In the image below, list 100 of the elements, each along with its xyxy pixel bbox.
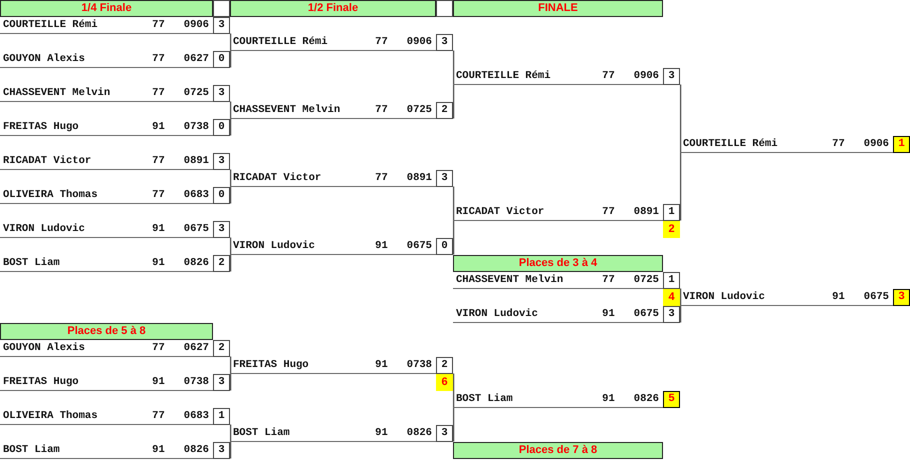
- player-row: [453, 272, 680, 289]
- score-cell: 3: [213, 17, 230, 34]
- department-number: 91: [832, 290, 845, 304]
- player-number: 0891: [184, 154, 209, 168]
- department-number: 77: [832, 138, 845, 150]
- department-number: 91: [375, 426, 388, 440]
- player-row: [0, 221, 230, 238]
- department-number: 91: [375, 358, 388, 372]
- department-number: 77: [152, 52, 165, 66]
- player-row: [680, 289, 910, 306]
- department-number: 77: [375, 36, 388, 48]
- score-cell: 3: [663, 68, 680, 85]
- player-number: 0675: [634, 308, 659, 320]
- bracket-line: [230, 34, 232, 50]
- player-name: COURTEILLE Rémi: [456, 70, 551, 82]
- player-number: 0906: [864, 138, 889, 150]
- player-number: 0891: [406, 172, 432, 184]
- player-name: FREITAS Hugo: [3, 120, 79, 134]
- bracket-line: [230, 50, 232, 68]
- player-name: COURTEILLE Rémi: [233, 36, 328, 48]
- round-header: 1/2 Finale: [230, 0, 436, 17]
- department-number: 77: [602, 70, 615, 82]
- player-number: 0906: [184, 18, 209, 32]
- round-header: FINALE: [453, 0, 663, 17]
- score-cell: 3: [213, 374, 230, 391]
- department-number: 77: [152, 342, 165, 354]
- department-number: 91: [152, 376, 165, 388]
- score-cell: 0: [213, 187, 230, 204]
- player-row: [0, 340, 230, 357]
- player-number: 0675: [184, 222, 209, 236]
- score-cell: 1: [213, 408, 230, 425]
- bracket-line: [452, 84, 454, 118]
- player-row: [0, 119, 230, 136]
- score-cell: 3: [436, 34, 453, 51]
- department-number: 77: [152, 86, 165, 100]
- player-number: 0725: [406, 104, 432, 116]
- player-row: [0, 408, 230, 425]
- department-number: 77: [152, 154, 165, 168]
- player-row: [680, 136, 910, 153]
- department-number: 77: [152, 188, 165, 202]
- player-row: [453, 306, 680, 323]
- player-number: 0826: [634, 392, 659, 406]
- score-cell: 3: [436, 170, 453, 187]
- player-name: VIRON Ludovic: [683, 290, 765, 304]
- rank-cell: 2: [663, 221, 680, 238]
- player-name: CHASSEVENT Melvin: [3, 86, 110, 100]
- player-name: VIRON Ludovic: [456, 308, 538, 320]
- bracket-line: [230, 254, 232, 272]
- bracket-line: [680, 152, 682, 220]
- bracket-line: [230, 424, 232, 442]
- department-number: 91: [375, 240, 388, 252]
- player-number: 0725: [634, 274, 659, 286]
- player-name: VIRON Ludovic: [233, 240, 315, 252]
- player-name: COURTEILLE Rémi: [683, 138, 778, 150]
- player-row: [230, 170, 453, 187]
- score-cell: 0: [213, 119, 230, 136]
- player-name: BOST Liam: [456, 392, 513, 406]
- player-name: FREITAS Hugo: [233, 358, 309, 372]
- bracket-line: [452, 408, 454, 442]
- player-number: 0891: [634, 206, 659, 218]
- player-name: RICADAT Victor: [456, 206, 544, 218]
- player-name: BOST Liam: [3, 444, 60, 456]
- bracket-line: [230, 374, 232, 390]
- bracket-line: [452, 374, 454, 408]
- department-number: 77: [375, 104, 388, 116]
- department-number: 77: [152, 18, 165, 32]
- player-row: [0, 153, 230, 170]
- player-row: [230, 102, 453, 119]
- department-number: 91: [152, 256, 165, 270]
- department-number: 77: [152, 410, 165, 422]
- player-name: CHASSEVENT Melvin: [233, 104, 340, 116]
- player-number: 0683: [184, 410, 209, 422]
- score-cell: 2: [213, 255, 230, 272]
- score-cell: 3: [436, 425, 453, 442]
- rank-cell: 1: [893, 136, 910, 153]
- bracket-line: [680, 306, 682, 322]
- player-number: 0675: [406, 240, 432, 252]
- round-header: Places de 3 à 4: [453, 255, 663, 272]
- bracket-line: [230, 118, 232, 136]
- score-cell: 3: [213, 442, 230, 459]
- player-number: 0906: [406, 36, 432, 48]
- player-number: 0725: [184, 86, 209, 100]
- department-number: 91: [602, 392, 615, 406]
- round-header: Places de 7 à 8: [453, 442, 663, 459]
- player-number: 0826: [184, 256, 209, 270]
- player-row: [0, 442, 230, 459]
- player-name: OLIVEIRA Thomas: [3, 188, 98, 202]
- player-name: GOUYON Alexis: [3, 342, 85, 354]
- player-number: 0826: [406, 426, 432, 440]
- player-name: BOST Liam: [233, 426, 290, 440]
- player-row: [230, 425, 453, 442]
- player-row: [0, 51, 230, 68]
- round-header: 1/4 Finale: [0, 0, 213, 17]
- player-row: [0, 187, 230, 204]
- player-number: 0738: [406, 358, 432, 372]
- score-cell: 2: [436, 102, 453, 119]
- player-row: [0, 255, 230, 272]
- player-number: 0683: [184, 188, 209, 202]
- player-number: 0627: [184, 342, 209, 354]
- player-row: [0, 17, 230, 34]
